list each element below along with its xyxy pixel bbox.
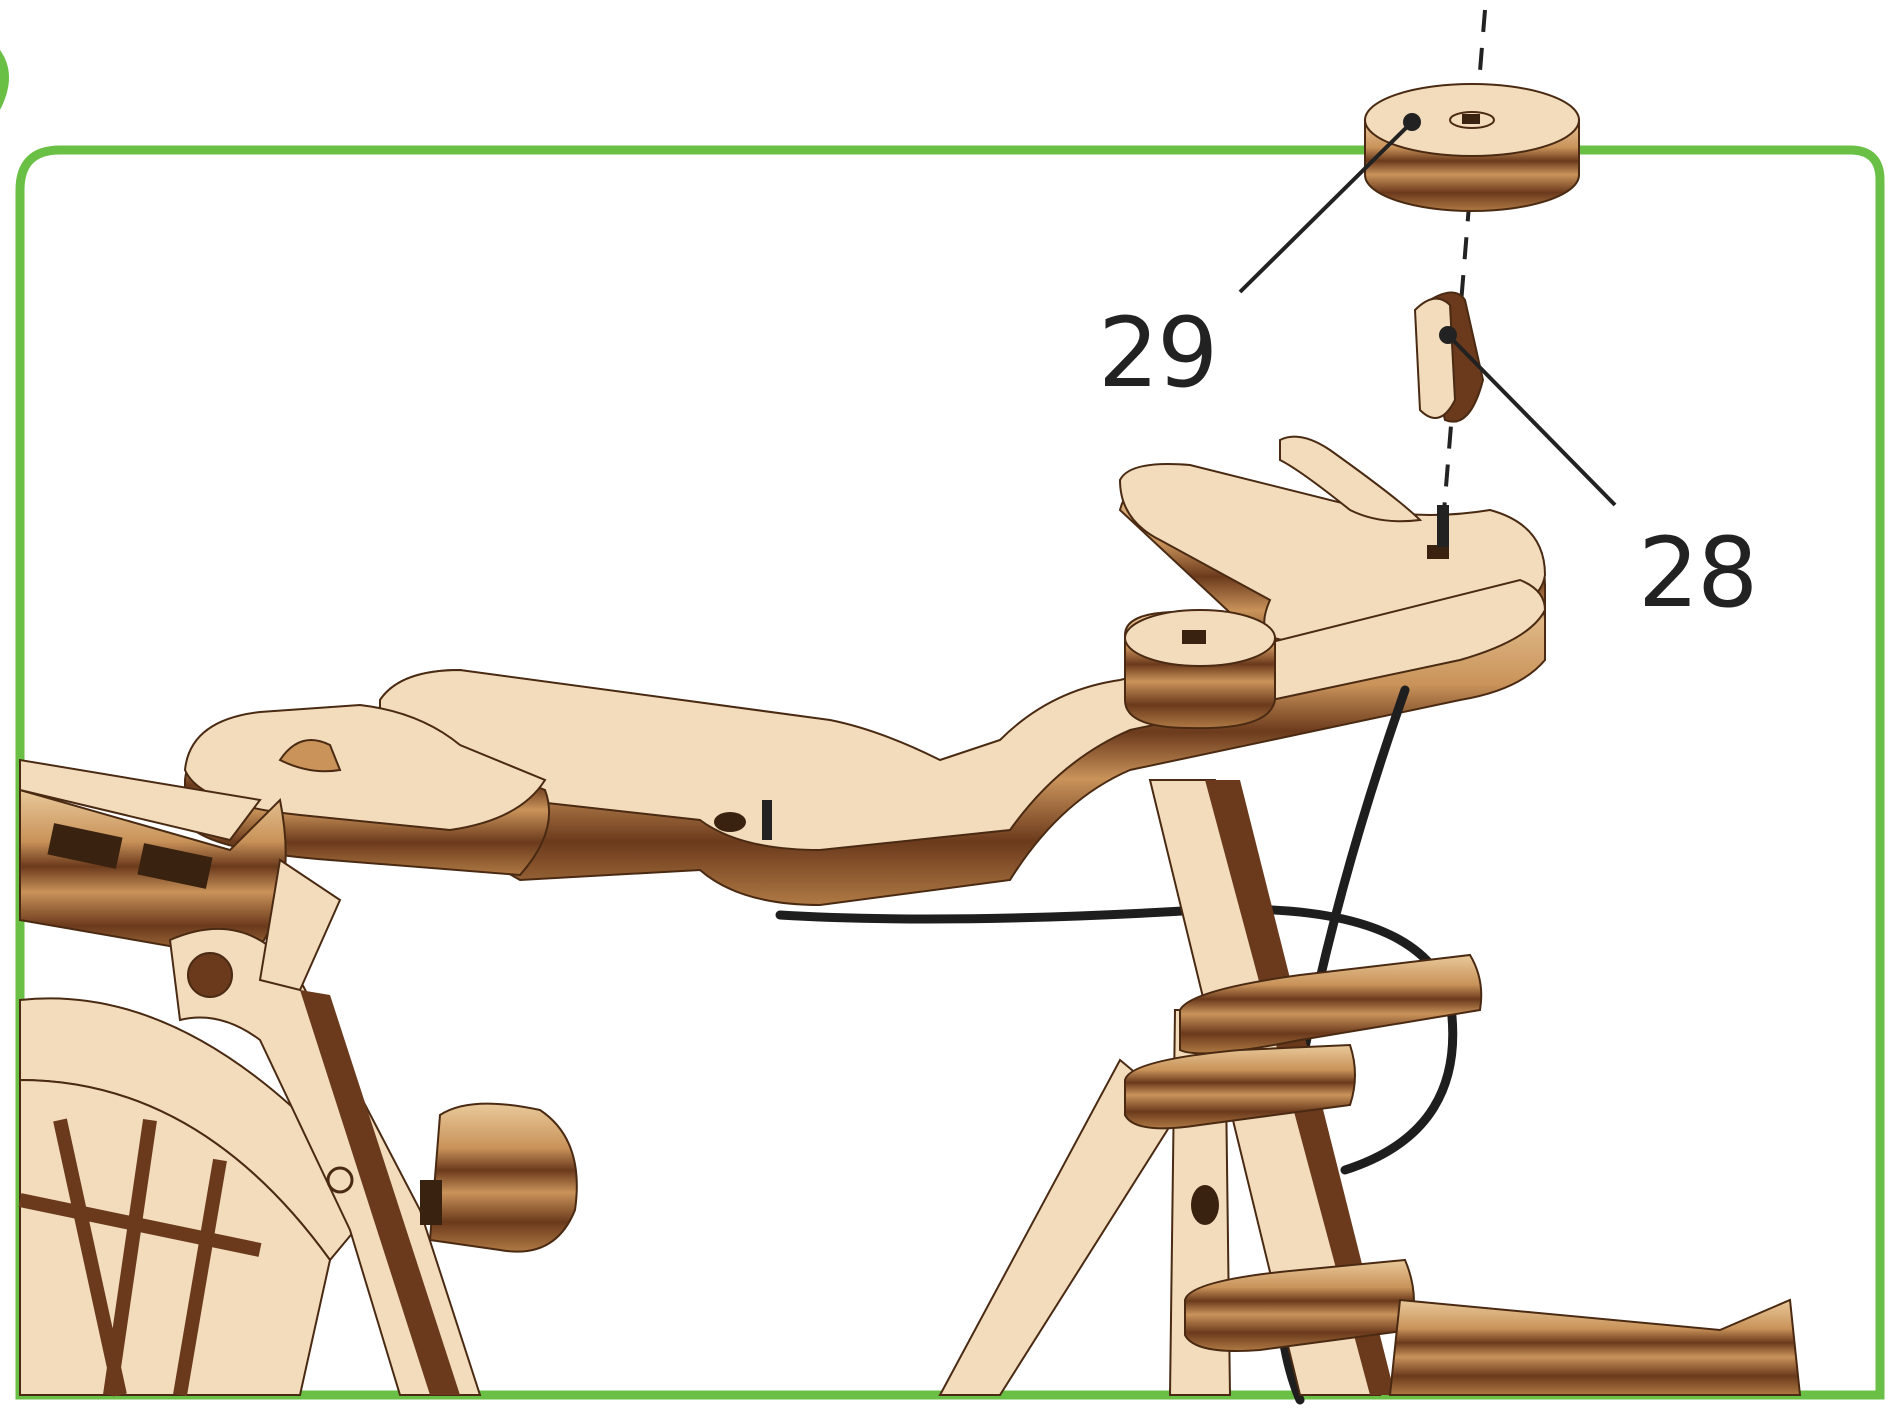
callout-label-29: 29 [1098, 305, 1216, 401]
part-28-peg [1415, 293, 1483, 422]
leader-dot-29 [1403, 113, 1421, 131]
leader-dot-28 [1439, 326, 1457, 344]
handlebar-bar [380, 580, 1545, 905]
leader-line-28 [1448, 335, 1615, 505]
step-badge-edge [0, 50, 9, 110]
callout-label-28: 28 [1638, 525, 1756, 621]
part-29-disk [1365, 84, 1579, 211]
